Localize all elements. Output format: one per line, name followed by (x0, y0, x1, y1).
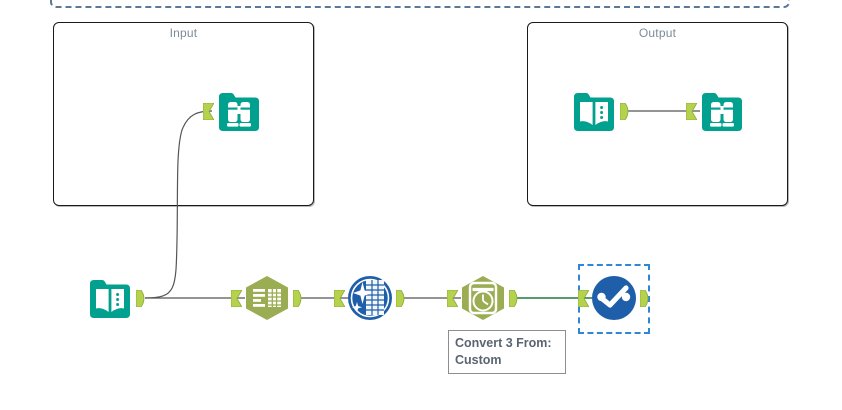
tool-container-output[interactable]: Output (527, 22, 788, 206)
tool-node-browse-output[interactable] (686, 87, 746, 135)
tool-container-input[interactable]: Input (53, 22, 314, 206)
tool-node-datetime[interactable] (447, 274, 518, 322)
output-anchor-icon[interactable] (640, 290, 651, 307)
container-label-input: Input (169, 26, 198, 40)
tool-node-browse-input[interactable] (203, 87, 263, 135)
tool-node-select[interactable] (231, 274, 302, 322)
container-label-output: Output (638, 26, 677, 40)
output-anchor-icon[interactable] (396, 290, 407, 307)
binoculars-icon (702, 93, 742, 131)
input-anchor-icon[interactable] (203, 103, 214, 120)
input-anchor-icon[interactable] (578, 290, 589, 307)
output-anchor-icon[interactable] (509, 290, 520, 307)
tool-node-input-data-main[interactable] (86, 274, 145, 322)
input-anchor-icon[interactable] (334, 290, 345, 307)
output-anchor-icon[interactable] (620, 103, 631, 120)
open-book-icon (574, 93, 614, 131)
binoculars-icon (219, 93, 259, 131)
tool-node-input-data-output[interactable] (570, 87, 629, 135)
browse-check-icon (592, 276, 636, 320)
clock-icon (462, 276, 504, 320)
tool-annotation-datetime[interactable]: Convert 3 From: Custom (448, 330, 566, 374)
output-anchor-icon[interactable] (136, 290, 147, 307)
tool-node-browse-selected[interactable] (578, 274, 649, 322)
open-book-icon (90, 280, 130, 318)
tool-container-clipped[interactable] (50, 0, 790, 8)
output-anchor-icon[interactable] (293, 290, 304, 307)
sparkle-grid-icon (348, 276, 392, 320)
input-anchor-icon[interactable] (686, 103, 697, 120)
tool-node-data-cleansing[interactable] (334, 274, 405, 322)
table-columns-icon (246, 276, 288, 320)
input-anchor-icon[interactable] (231, 290, 242, 307)
input-anchor-icon[interactable] (447, 290, 458, 307)
